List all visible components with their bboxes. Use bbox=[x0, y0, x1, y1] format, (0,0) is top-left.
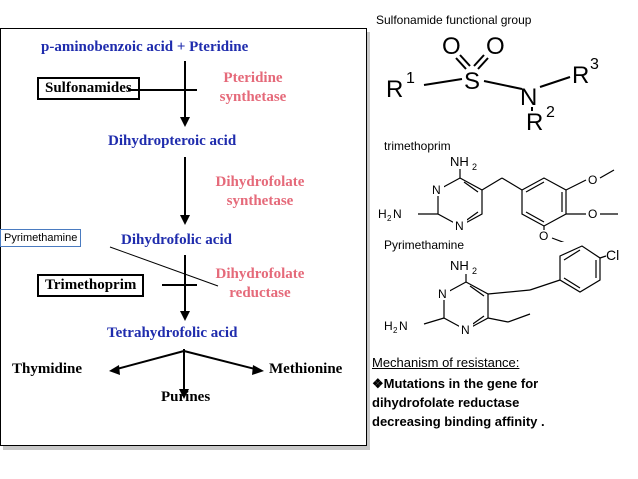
arrow-1 bbox=[184, 61, 186, 121]
trimethoprim-n1: N bbox=[432, 183, 441, 197]
resistance-text: ❖Mutations in the gene for dihydrofolate… bbox=[372, 374, 634, 431]
sulfonamide-r2: R bbox=[526, 109, 543, 133]
arrow-2-head bbox=[180, 215, 190, 225]
tetrahydrofolic-acid: Tetrahydrofolic acid bbox=[107, 325, 238, 341]
sulfonamide-r2-sup: 2 bbox=[546, 104, 555, 121]
trimethoprim-nh2: NH bbox=[450, 154, 469, 169]
trimethoprim-nh2-sub: 2 bbox=[472, 162, 477, 172]
dihydropteroic-acid: Dihydropteroic acid bbox=[108, 133, 237, 149]
resistance-line1-text: Mutations in the gene for bbox=[383, 376, 539, 391]
resistance-title: Mechanism of resistance: bbox=[372, 355, 520, 370]
dihydrofolic-acid: Dihydrofolic acid bbox=[121, 232, 232, 248]
sulfonamide-r1-sup: 1 bbox=[406, 70, 415, 87]
pyrimethamine-nh2-sub: 2 bbox=[472, 266, 477, 276]
sulfonamide-r3: R bbox=[572, 62, 589, 89]
pyrimethamine-callout: Pyrimethamine bbox=[0, 229, 82, 247]
inhibition-bar-2 bbox=[173, 284, 197, 286]
enzyme-pteridine-synthetase: Pteridine synthetase bbox=[215, 69, 291, 107]
sulfonamide-structure: O O S R 1 N R 3 R 2 bbox=[386, 33, 599, 133]
pyrimethamine-h2n: H bbox=[384, 319, 393, 333]
enzyme3-line1: Dihydrofolate bbox=[215, 266, 305, 282]
resistance-line-2: dihydrofolate reductase bbox=[372, 395, 520, 410]
branch-arrows bbox=[109, 349, 264, 399]
trimethoprim-h2n-n: N bbox=[393, 207, 402, 221]
trimethoprim-box: Trimethoprim bbox=[37, 274, 145, 297]
trimethoprim-o2: O bbox=[588, 207, 597, 221]
sulfonamide-o2: O bbox=[486, 33, 505, 60]
trimethoprim-title: trimethoprim bbox=[384, 139, 451, 153]
resistance-line-1: ❖Mutations in the gene for bbox=[372, 374, 634, 393]
sulfonamide-s: S bbox=[464, 68, 480, 95]
enzyme2-line1: Dihydrofolate bbox=[215, 174, 305, 190]
sulfonamide-title: Sulfonamide functional group bbox=[376, 13, 532, 27]
sulfonamide-r3-sup: 3 bbox=[590, 56, 599, 73]
pyrimethamine-n1: N bbox=[438, 287, 447, 301]
trimethoprim-h2n: H bbox=[378, 207, 387, 221]
resistance-line-3: decreasing binding affinity . bbox=[372, 414, 545, 429]
enzyme1-line2: synthetase bbox=[219, 89, 287, 105]
arrow-1-head bbox=[180, 117, 190, 127]
thymidine: Thymidine bbox=[12, 361, 83, 377]
trimethoprim-o1: O bbox=[588, 173, 597, 187]
trimethoprim-o3: O bbox=[539, 229, 548, 242]
trimethoprim-h2n-sub: 2 bbox=[387, 214, 392, 223]
sulfonamide-o1: O bbox=[442, 33, 461, 60]
arrow-3-head bbox=[180, 311, 190, 321]
enzyme3-line2: reductase bbox=[229, 285, 291, 301]
sulfonamides-box: Sulfonamides bbox=[37, 77, 140, 100]
methionine: Methionine bbox=[269, 361, 343, 377]
trimethoprim-structure: NH 2 N N H 2 N O O O bbox=[378, 154, 618, 242]
enzyme1-line1: Pteridine bbox=[223, 70, 283, 86]
pyrimethamine-n2: N bbox=[461, 323, 470, 337]
diamond-bullet-icon: ❖ bbox=[372, 376, 384, 391]
pyrimethamine-structure: Cl NH 2 N N H 2 N bbox=[384, 245, 619, 337]
pyrimethamine-cl: Cl bbox=[606, 247, 619, 263]
enzyme2-line2: synthetase bbox=[226, 193, 294, 209]
start-substrate: p-aminobenzoic acid + Pteridine bbox=[41, 39, 249, 55]
pyrimethamine-nh2: NH bbox=[450, 258, 469, 273]
enzyme-dihydrofolate-reductase: Dihydrofolate reductase bbox=[209, 265, 311, 303]
sulfonamide-n: N bbox=[520, 84, 537, 111]
connector-1 bbox=[128, 89, 173, 91]
sulfonamide-r1: R bbox=[386, 76, 403, 103]
purines: Purines bbox=[161, 389, 211, 405]
pyrimethamine-title: Pyrimethamine bbox=[384, 238, 465, 252]
trimethoprim-n2: N bbox=[455, 219, 464, 233]
connector-2 bbox=[162, 284, 173, 286]
inhibition-bar-1 bbox=[173, 89, 197, 91]
enzyme-dihydrofolate-synthetase: Dihydrofolate synthetase bbox=[209, 173, 311, 211]
pyrimethamine-h2n-n: N bbox=[399, 319, 408, 333]
arrow-2 bbox=[184, 157, 186, 219]
pyrimethamine-h2n-sub: 2 bbox=[393, 326, 398, 335]
